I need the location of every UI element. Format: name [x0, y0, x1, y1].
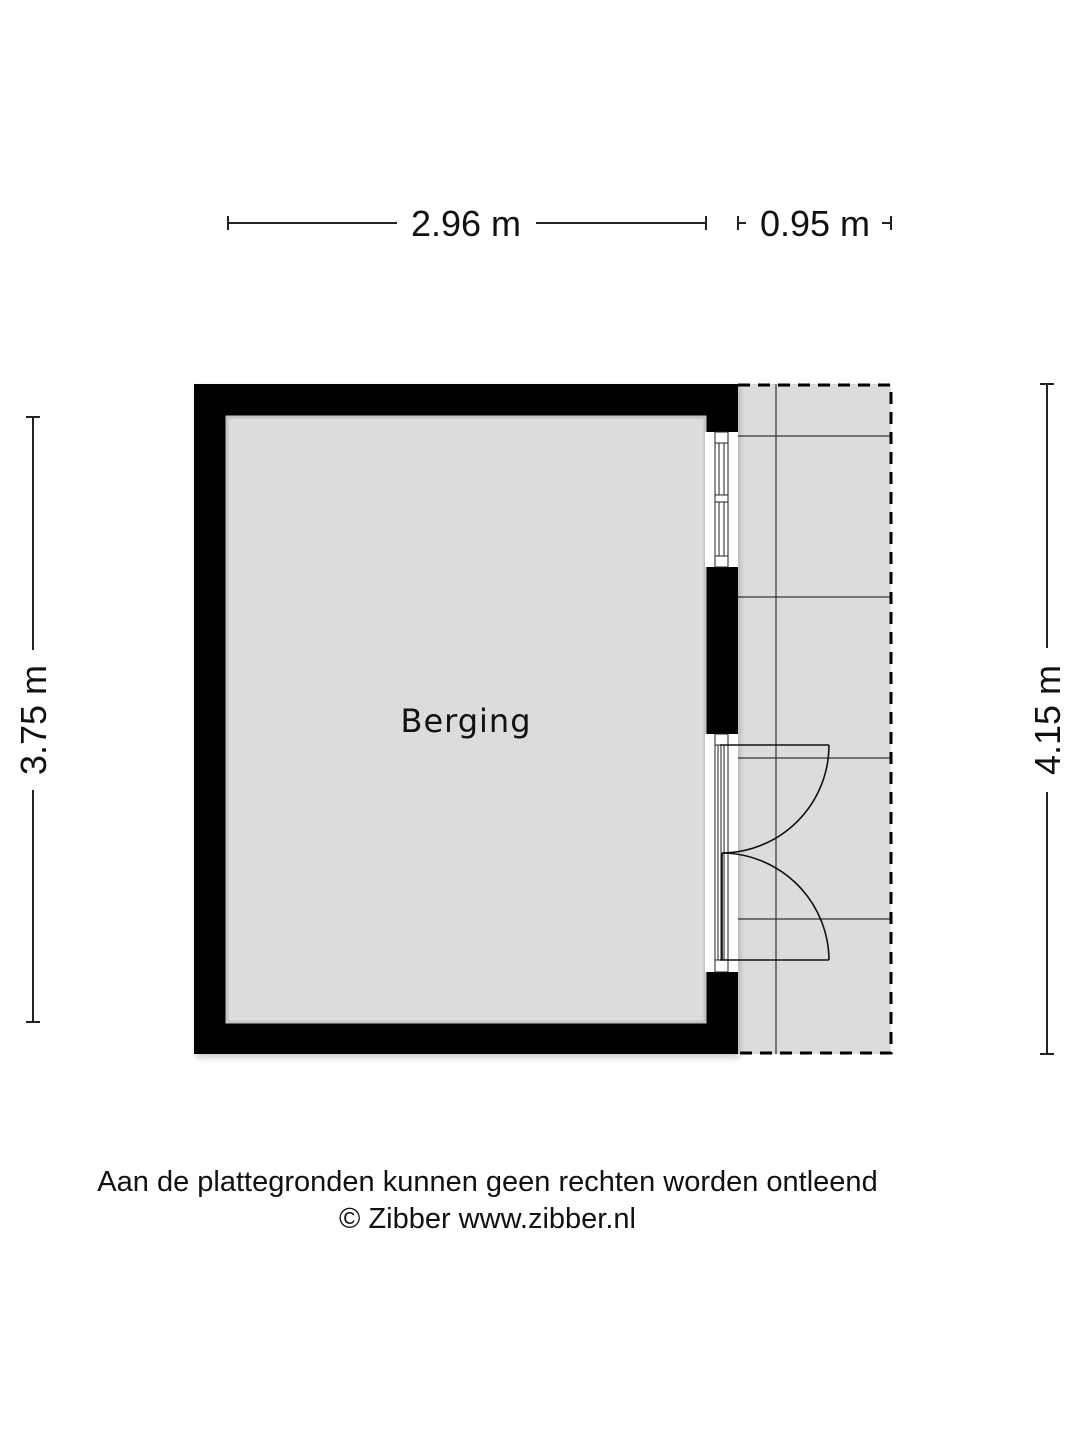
disclaimer-text: Aan de plattegronden kunnen geen rechten… — [97, 1166, 878, 1198]
wall-pier — [705, 567, 738, 734]
window — [705, 431, 738, 568]
dimension-right: 4.15 m — [1027, 383, 1068, 1055]
double-door — [705, 733, 830, 973]
dimension-right-label: 4.15 m — [1027, 665, 1068, 775]
dimension-top-extension-label: 0.95 m — [760, 203, 870, 244]
dimension-top-main: 2.96 m — [227, 203, 707, 244]
dimension-top-extension: 0.95 m — [737, 203, 892, 244]
dimension-left-label: 3.75 m — [13, 665, 54, 775]
copyright-text: © Zibber www.zibber.nl — [339, 1203, 636, 1235]
door-swing-arc-lower — [721, 852, 830, 961]
terrace-boundary-dashed — [738, 383, 893, 1055]
dimension-top-main-label: 2.96 m — [411, 203, 521, 244]
terrace-area — [738, 383, 893, 1055]
room-label: Berging — [400, 702, 531, 740]
door-swing-arc-upper — [721, 744, 830, 854]
walls — [194, 384, 738, 1054]
room-floor — [227, 417, 705, 1022]
dimension-left: 3.75 m — [13, 416, 54, 1023]
